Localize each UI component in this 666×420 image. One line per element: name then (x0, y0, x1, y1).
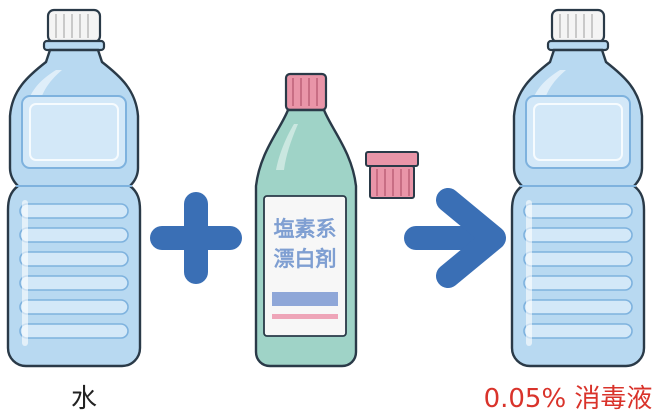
bleach-cap-icon (365, 151, 419, 199)
bleach-bottle-icon: 塩素系 漂白剤 (254, 72, 358, 368)
solution-bottle-icon (510, 8, 646, 368)
solution-caption: 0.05% 消毒液 (483, 384, 653, 414)
water-bottle-icon (6, 8, 142, 368)
bleach-label-line2: 漂白剤 (274, 247, 337, 271)
plus-icon (150, 192, 242, 284)
arrow-right-icon (404, 188, 506, 288)
bleach-label-line1: 塩素系 (274, 217, 337, 241)
water-caption: 水 (70, 384, 97, 414)
